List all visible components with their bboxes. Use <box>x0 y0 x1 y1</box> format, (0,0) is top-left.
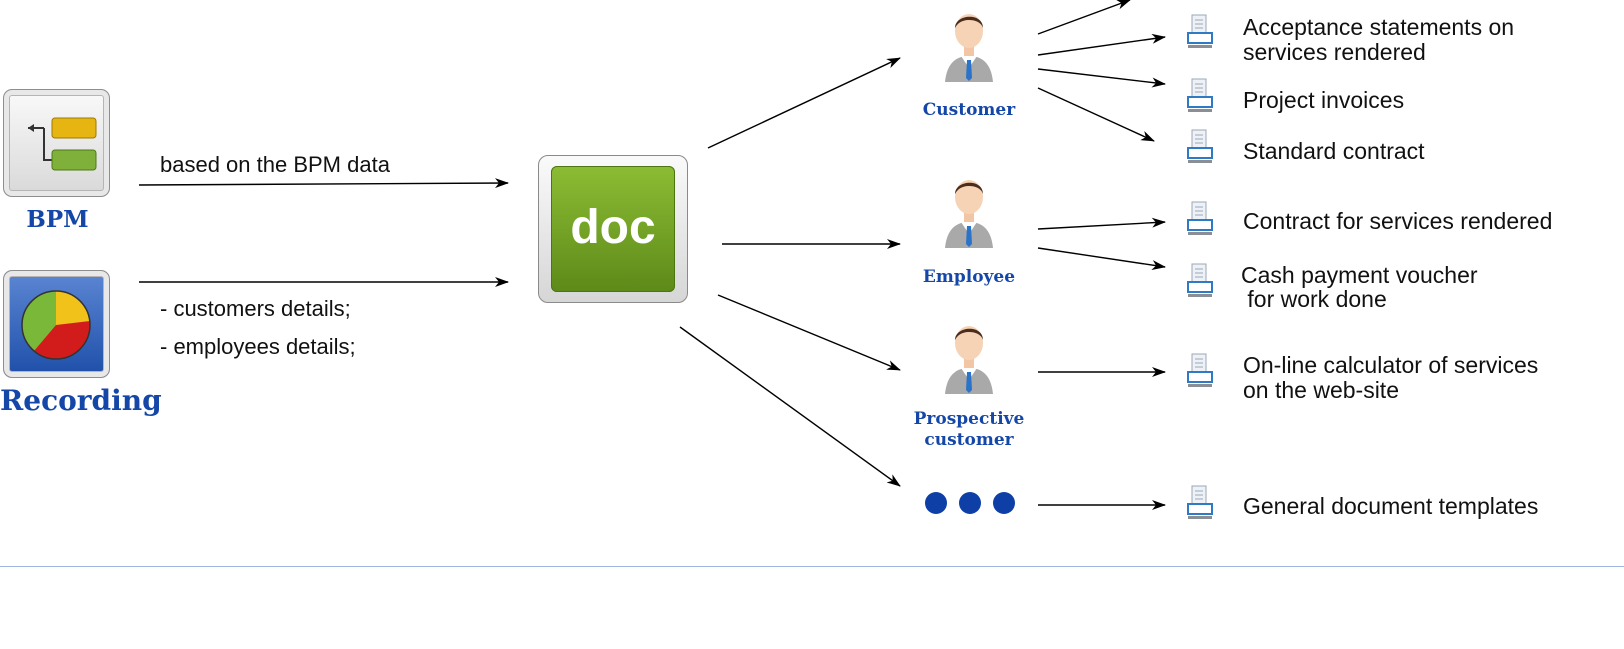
document-printer-icon <box>1187 78 1213 112</box>
document-printer-icon <box>1187 353 1213 387</box>
doc-services-contract: Contract for services rendered <box>1243 208 1553 234</box>
more-roles-dot <box>993 492 1015 514</box>
document-printer-icon <box>1187 263 1213 297</box>
arrow-customer-top <box>1037 0 1131 35</box>
doc-hub-label: doc <box>570 201 656 254</box>
role-prospective-label-line1: Prospective <box>913 409 1025 429</box>
arrow-employee-to-services-contract <box>1037 217 1166 230</box>
document-printer-icon <box>1187 485 1213 519</box>
bpm-label: BPM <box>26 206 89 233</box>
role-prospective-label-line2: customer <box>924 430 1014 450</box>
arrow-doc-to-others <box>679 326 901 487</box>
section-divider <box>0 566 1624 567</box>
doc-generator-icon[interactable]: doc <box>538 155 688 303</box>
arrow-customer-to-contract <box>1037 87 1155 142</box>
document-printer-icon <box>1187 129 1213 163</box>
bpm-flow-caption: based on the BPM data <box>160 152 390 177</box>
doc-calculator-line2: on the web-site <box>1243 377 1399 403</box>
role-customer-label: Customer <box>922 100 1016 120</box>
recording-detail-customers: - customers details; <box>160 296 351 321</box>
role-employee-label: Employee <box>922 267 1016 287</box>
recording-detail-employees: - employees details; <box>160 334 356 359</box>
doc-calculator-line1: On-line calculator of services <box>1243 352 1539 378</box>
doc-general-templates: General document templates <box>1243 493 1539 519</box>
arrow-employee-to-cash-voucher <box>1037 247 1166 271</box>
doc-acceptance-line2: services rendered <box>1243 39 1426 65</box>
more-roles-dot <box>925 492 947 514</box>
doc-cash-voucher-line1: Cash payment voucher <box>1241 262 1478 288</box>
bpm-flowchart-icon[interactable] <box>3 89 110 197</box>
document-printer-icon <box>1187 201 1213 235</box>
doc-standard-contract: Standard contract <box>1243 138 1425 164</box>
employee-person-icon[interactable] <box>939 170 999 248</box>
recording-label: Recording <box>0 384 162 417</box>
customer-person-icon[interactable] <box>939 4 999 82</box>
document-printer-icon <box>1187 14 1213 48</box>
doc-hub-face: doc <box>551 166 675 292</box>
arrow-bpm-to-doc <box>138 178 509 189</box>
prospective-customer-person-icon[interactable] <box>939 316 999 394</box>
arrow-doc-to-prospective <box>717 294 901 371</box>
arrow-customer-to-acceptance <box>1037 33 1166 56</box>
doc-project-invoices: Project invoices <box>1243 87 1405 113</box>
arrow-doc-to-customer <box>707 57 901 149</box>
pie-chart-icon[interactable] <box>3 270 110 378</box>
doc-acceptance-line1: Acceptance statements on <box>1243 14 1515 40</box>
arrow-customer-to-invoices <box>1037 68 1166 88</box>
more-roles-dot <box>959 492 981 514</box>
doc-cash-voucher-line2: for work done <box>1241 286 1387 312</box>
